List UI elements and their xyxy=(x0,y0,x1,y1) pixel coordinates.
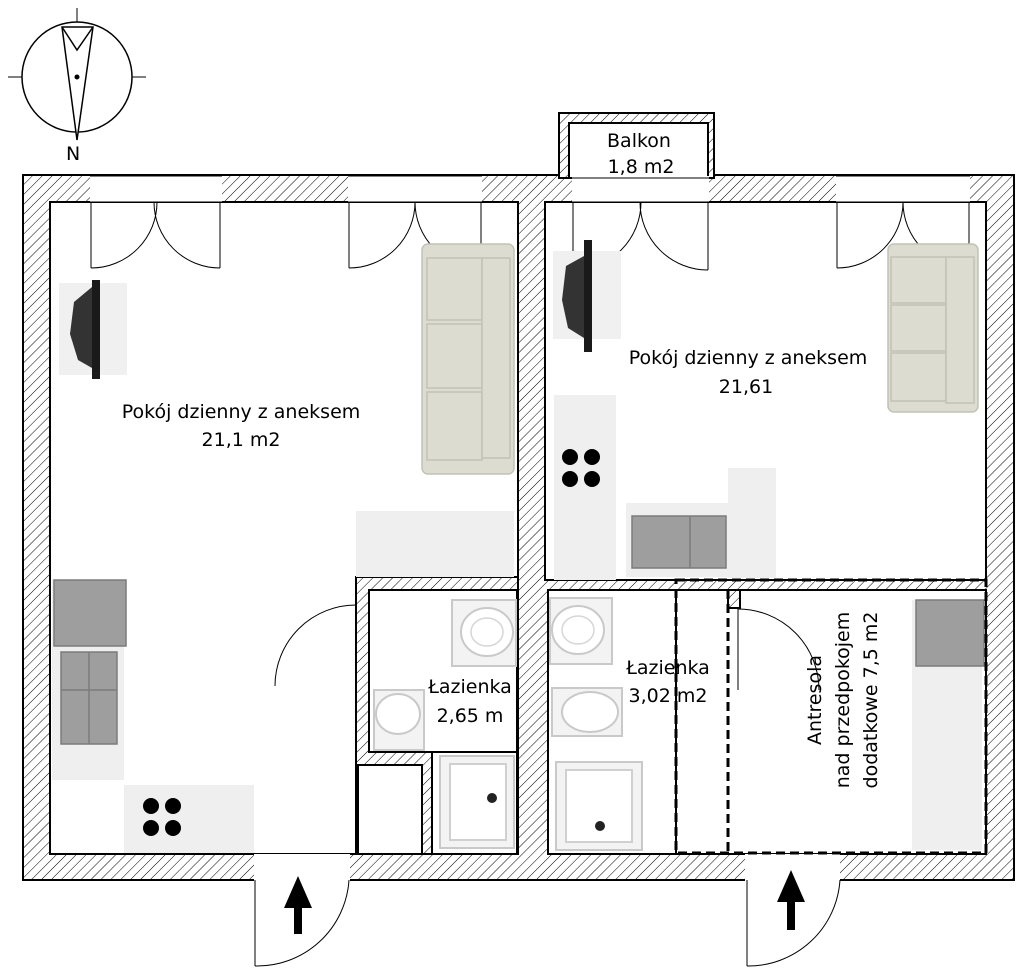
sink-icon xyxy=(451,599,517,667)
compass-north-label: N xyxy=(66,143,80,165)
shower-icon xyxy=(555,761,643,851)
entrance-arrow-icon xyxy=(284,876,312,934)
toilet-icon xyxy=(373,689,425,751)
living-right-name: Pokój dzienny z aneksem xyxy=(629,347,868,369)
sink-icon xyxy=(631,515,727,569)
mezzanine-line3: dodatkowe 7,5 m2 xyxy=(860,612,882,789)
bathroom-left-partition xyxy=(355,576,519,855)
window-opening-3 xyxy=(572,176,709,202)
left-room-corridor-fill2 xyxy=(358,765,430,853)
sofa-icon xyxy=(887,243,979,413)
mezzanine-line1: Antresola xyxy=(804,655,826,745)
kitchen-left xyxy=(52,511,514,853)
shower-icon xyxy=(439,755,515,849)
balcony-area: 1,8 m2 xyxy=(608,156,675,178)
window-opening-1 xyxy=(90,176,222,202)
fridge-icon xyxy=(53,579,127,647)
sofa-icon xyxy=(421,243,515,475)
hall-partition-stub xyxy=(727,589,741,609)
bath-left-area: 2,65 m xyxy=(437,705,504,727)
tv-icon xyxy=(59,280,127,379)
mezzanine-outline xyxy=(674,578,988,855)
entrance-opening-left xyxy=(254,854,350,881)
living-left-area: 21,1 m2 xyxy=(202,429,281,451)
kitchen-right xyxy=(554,395,776,580)
bath-left-name: Łazienka xyxy=(427,676,512,698)
tv-icon xyxy=(553,240,621,352)
balcony-name: Balkon xyxy=(607,130,671,152)
fridge-icon xyxy=(912,599,985,850)
sink-icon xyxy=(549,597,613,665)
bath-right-area: 3,02 m2 xyxy=(629,685,708,707)
bath-right-name: Łazienka xyxy=(625,657,710,679)
window-opening-4 xyxy=(836,176,970,202)
compass-icon xyxy=(8,8,146,141)
mezzanine-line2: nad przedpokojem xyxy=(832,612,854,789)
window-opening-2 xyxy=(348,176,482,202)
entrance-arrow-icon xyxy=(777,870,805,930)
living-right-area: 21,61 xyxy=(719,376,773,398)
living-left-name: Pokój dzienny z aneksem xyxy=(122,401,361,423)
toilet-icon xyxy=(551,687,623,737)
